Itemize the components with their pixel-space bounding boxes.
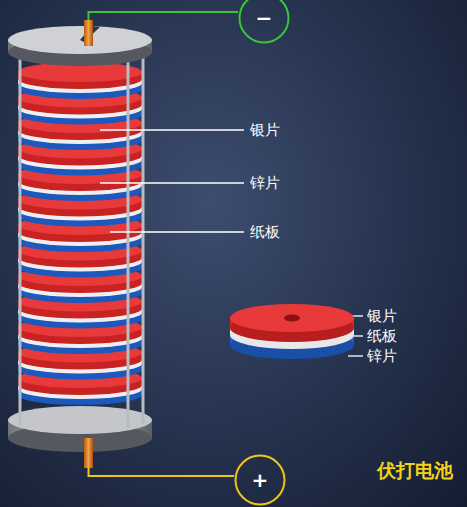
polarity-sign: + (234, 454, 286, 506)
positive-wire (89, 468, 235, 476)
polarity-sign: − (238, 0, 290, 44)
leader-lines (100, 130, 363, 356)
base-plate (8, 406, 152, 452)
part-label: 纸板 (367, 327, 397, 345)
caption: 伏打电池 (377, 458, 453, 484)
part-label: 银片 (250, 121, 280, 139)
top-plate (8, 26, 152, 66)
part-label: 锌片 (367, 347, 397, 365)
negative-terminal (84, 20, 93, 46)
negative-wire (89, 12, 239, 20)
part-label: 银片 (367, 307, 397, 325)
support-rods (20, 52, 143, 428)
terminal-symbol: − (238, 0, 290, 44)
positive-terminal (84, 438, 93, 468)
disc-stack (18, 62, 142, 405)
single-cell-unit (230, 304, 354, 359)
terminal-symbol: + (234, 454, 286, 506)
part-label: 纸板 (250, 223, 280, 241)
part-label: 锌片 (250, 174, 280, 192)
